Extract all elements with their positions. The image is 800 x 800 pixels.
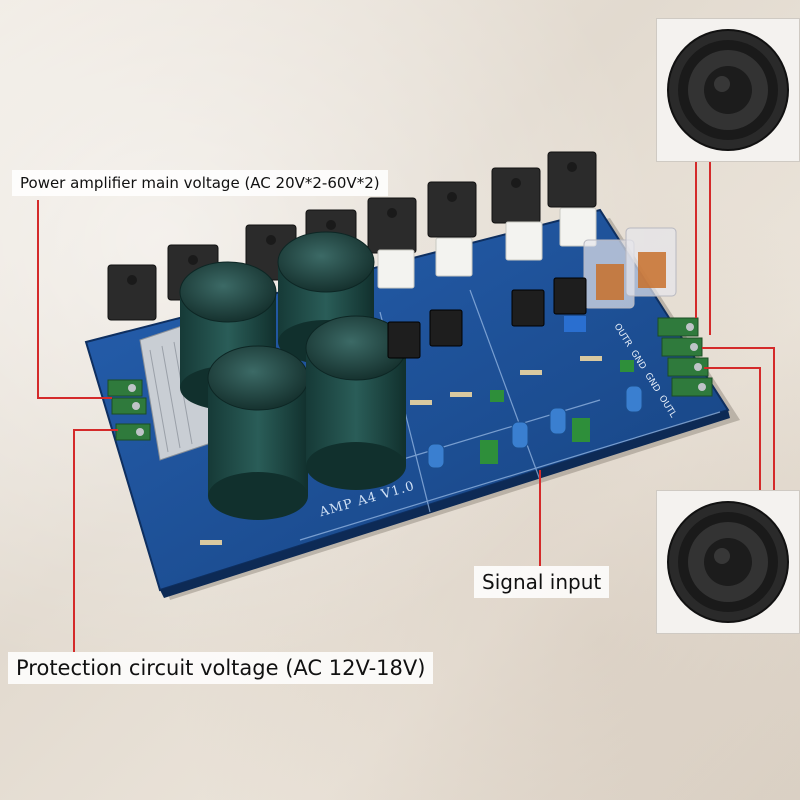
speaker-icon xyxy=(667,29,789,151)
speaker-icon xyxy=(667,501,789,623)
small-components xyxy=(200,316,643,545)
callout-protection-voltage: Protection circuit voltage (AC 12V-18V) xyxy=(8,652,434,684)
callout-lines xyxy=(37,152,775,652)
filter-capacitors xyxy=(179,231,407,520)
callout-main-voltage: Power amplifier main voltage (AC 20V*2-6… xyxy=(12,170,388,196)
relays xyxy=(583,227,677,309)
speaker-right xyxy=(656,18,800,162)
callout-signal-input: Signal input xyxy=(474,566,610,598)
speaker-left xyxy=(656,490,800,634)
terminal-blocks xyxy=(107,317,713,441)
